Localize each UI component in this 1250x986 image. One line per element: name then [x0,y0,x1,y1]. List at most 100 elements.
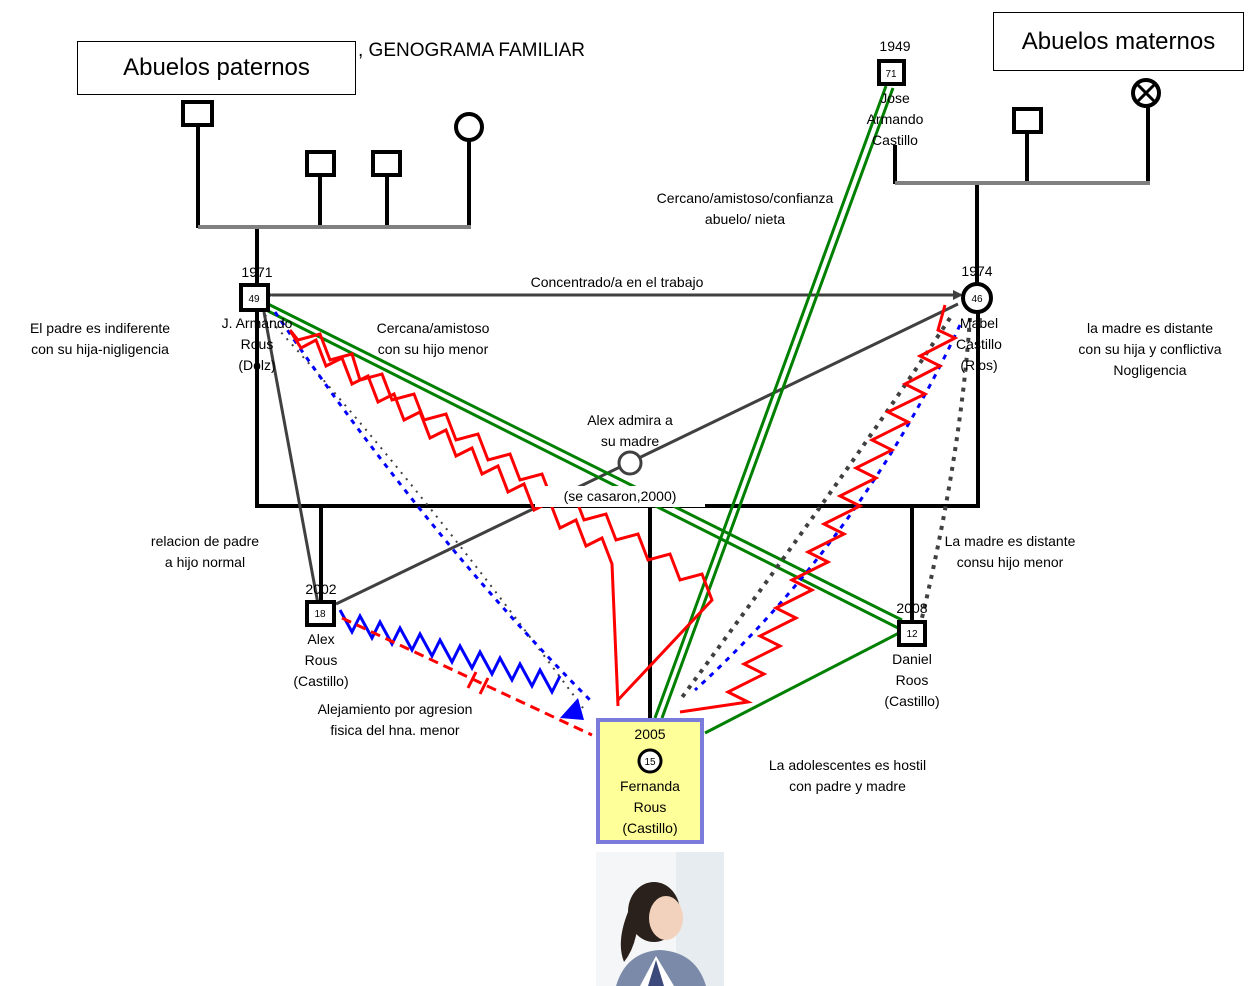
father-name-1: J. Armando [221,315,293,331]
annotation-alejamiento: Alejamiento por agresion fisica del hna.… [295,699,495,741]
annotation-madre-distante-hija-1: la madre es distante [1086,320,1214,336]
annotation-cercana-hijo: Cercana/amistoso con su hijo menor [352,318,514,360]
annotation-cercano: Cercano/amistoso/confianza abuelo/ nieta [620,188,870,230]
daniel-name-2: Roos [895,672,929,688]
fernanda-symbol: 15 [637,748,663,774]
father-name-2: Rous [240,336,274,352]
padre-fernanda-distante-line [264,314,584,709]
annotation-madre-distante-hijo-1: La madre es distante [944,533,1076,549]
fernanda-madre-hostil-zigzag [679,304,959,714]
maternal-grandmother-deceased-symbol [1131,78,1161,108]
annotation-cercana-hijo-1: Cercana/amistoso [376,320,490,336]
alex-name-1: Alex [307,631,335,647]
annotation-cercana-hijo-2: con su hijo menor [377,341,489,357]
mother-age: 46 [971,294,983,305]
grandfather-year: 1949 [879,38,911,54]
paternal-grandfather-symbol [181,100,214,127]
father-year: 1971 [241,264,273,280]
paternal-uncle-1-symbol [305,150,336,177]
annotation-relacion-padre-hijo-2: a hijo normal [164,554,246,570]
annotation-padre-indiferente: El padre es indiferente con su hija-nigl… [0,318,200,360]
daniel-name-1: Daniel [892,651,932,667]
alex-admira-line [335,302,959,606]
fernanda-name-3: (Castillo) [622,820,678,836]
fernanda-padre-hostil-zigzag [289,331,620,707]
annotation-alejamiento-2: fisica del hna. menor [330,722,460,738]
mother-name-3: (Rios) [960,357,998,373]
annotation-alex-admira-1: Alex admira a [587,412,673,428]
father-symbol: 49 [239,283,270,312]
fernanda-name: Fernanda Rous (Castillo) [596,776,704,839]
alex-name-3: (Castillo) [293,673,349,689]
cutoff-mark-2 [478,677,490,695]
alex-fernanda-agresion-zigzag [338,609,562,696]
alex-symbol: 18 [305,600,336,627]
mother-name-2: Castillo [956,336,1002,352]
annotation-alex-admira-2: su madre [600,433,660,449]
mother-symbol: 46 [961,282,993,314]
mother-name-1: Mabel [959,315,999,331]
annotation-padre-indiferente-1: El padre es indiferente [29,320,171,336]
annotation-madre-distante-hija-2: con su hija y conflictiva [1078,341,1222,357]
fernanda-focus-box [596,718,704,844]
daniel-age: 12 [906,629,918,640]
fernanda-name-1: Fernanda [620,778,680,794]
father-age: 49 [248,294,260,305]
father-name: J. Armando Rous (Dolz) [205,313,309,376]
annotation-casaron: (se casaron,2000) [535,486,705,507]
annotation-madre-distante-hijo: La madre es distante consu hijo menor [925,531,1095,573]
abuelo-nieta-cercano-line-2 [660,87,895,719]
annotation-cercano-1: Cercano/amistoso/confianza [656,190,834,206]
mother-year: 1974 [961,263,993,279]
grandfather-name-3: Castillo [872,132,918,148]
alex-fernanda-alejamiento-line [341,616,593,737]
alex-name-2: Rous [304,652,338,668]
annotation-concentrado: Concentrado/a en el trabajo [530,274,704,290]
admira-marker-circle [617,450,643,476]
paternal-uncle-2-symbol [371,150,402,177]
padre-daniel-cercano-line-1 [267,302,903,622]
annotation-alex-admira: Alex admira a su madre [580,410,680,452]
fernanda-year: 2005 [634,726,666,742]
annotation-madre-distante-hijo-2: consu hijo menor [956,554,1064,570]
fernanda-padre-hostil-line [288,329,714,702]
grandfather-name: Jose Armando Castillo [850,88,940,151]
fernanda-name-2: Rous [633,799,667,815]
daniel-name: Daniel Roos (Castillo) [866,649,958,712]
paternal-grandparents-box: Abuelos paternos [77,41,356,95]
fernanda-age: 15 [644,757,656,768]
page-title: , GENOGRAMA FAMILIAR [358,40,585,61]
grandfather-age: 71 [885,69,897,80]
daniel-year: 2008 [896,600,928,616]
father-name-3: (Dolz) [238,357,276,373]
madre-fernanda-conflicto-dotted [678,316,952,702]
maternal-grandparents-lines [893,106,1150,284]
alex-name: Alex Rous (Castillo) [275,629,367,692]
grandfather-symbol: 71 [877,59,906,86]
paternal-grandparents-lines [196,125,471,286]
annotation-adolescente-hostil-1: La adolescentes es hostil [768,757,927,773]
mother-name: Mabel Castillo (Rios) [937,313,1021,376]
annotation-relacion-padre-hijo-1: relacion de padre [150,533,260,549]
padre-alex-normal-line [262,311,320,605]
annotation-padre-indiferente-2: con su hija-nigligencia [31,341,169,357]
annotation-cercano-2: abuelo/ nieta [704,211,786,227]
paternal-grandmother-symbol [454,112,484,142]
paternal-grandparents-label: Abuelos paternos [123,54,310,81]
annotation-relacion-padre-hijo: relacion de padre a hijo normal [125,531,285,573]
cutoff-mark-1 [466,671,478,689]
annotation-alejamiento-1: Alejamiento por agresion [317,701,473,717]
maternal-grandparents-box: Abuelos maternos [993,12,1244,71]
annotation-adolescente-hostil: La adolescentes es hostil con padre y ma… [735,755,960,797]
blue-arrowhead [560,698,584,720]
daniel-fernanda-line [704,631,900,735]
alex-age: 18 [314,609,326,620]
daniel-name-3: (Castillo) [884,693,940,709]
maternal-grandparents-label: Abuelos maternos [1021,27,1216,55]
annotation-madre-distante-hija: la madre es distante con su hija y confl… [1050,318,1250,381]
abuelo-nieta-cercano-line-1 [653,85,888,719]
annotation-madre-distante-hija-3: Nogligencia [1113,362,1187,378]
maternal-uncle-symbol [1012,107,1043,134]
annotation-adolescente-hostil-2: con padre y madre [789,778,906,794]
